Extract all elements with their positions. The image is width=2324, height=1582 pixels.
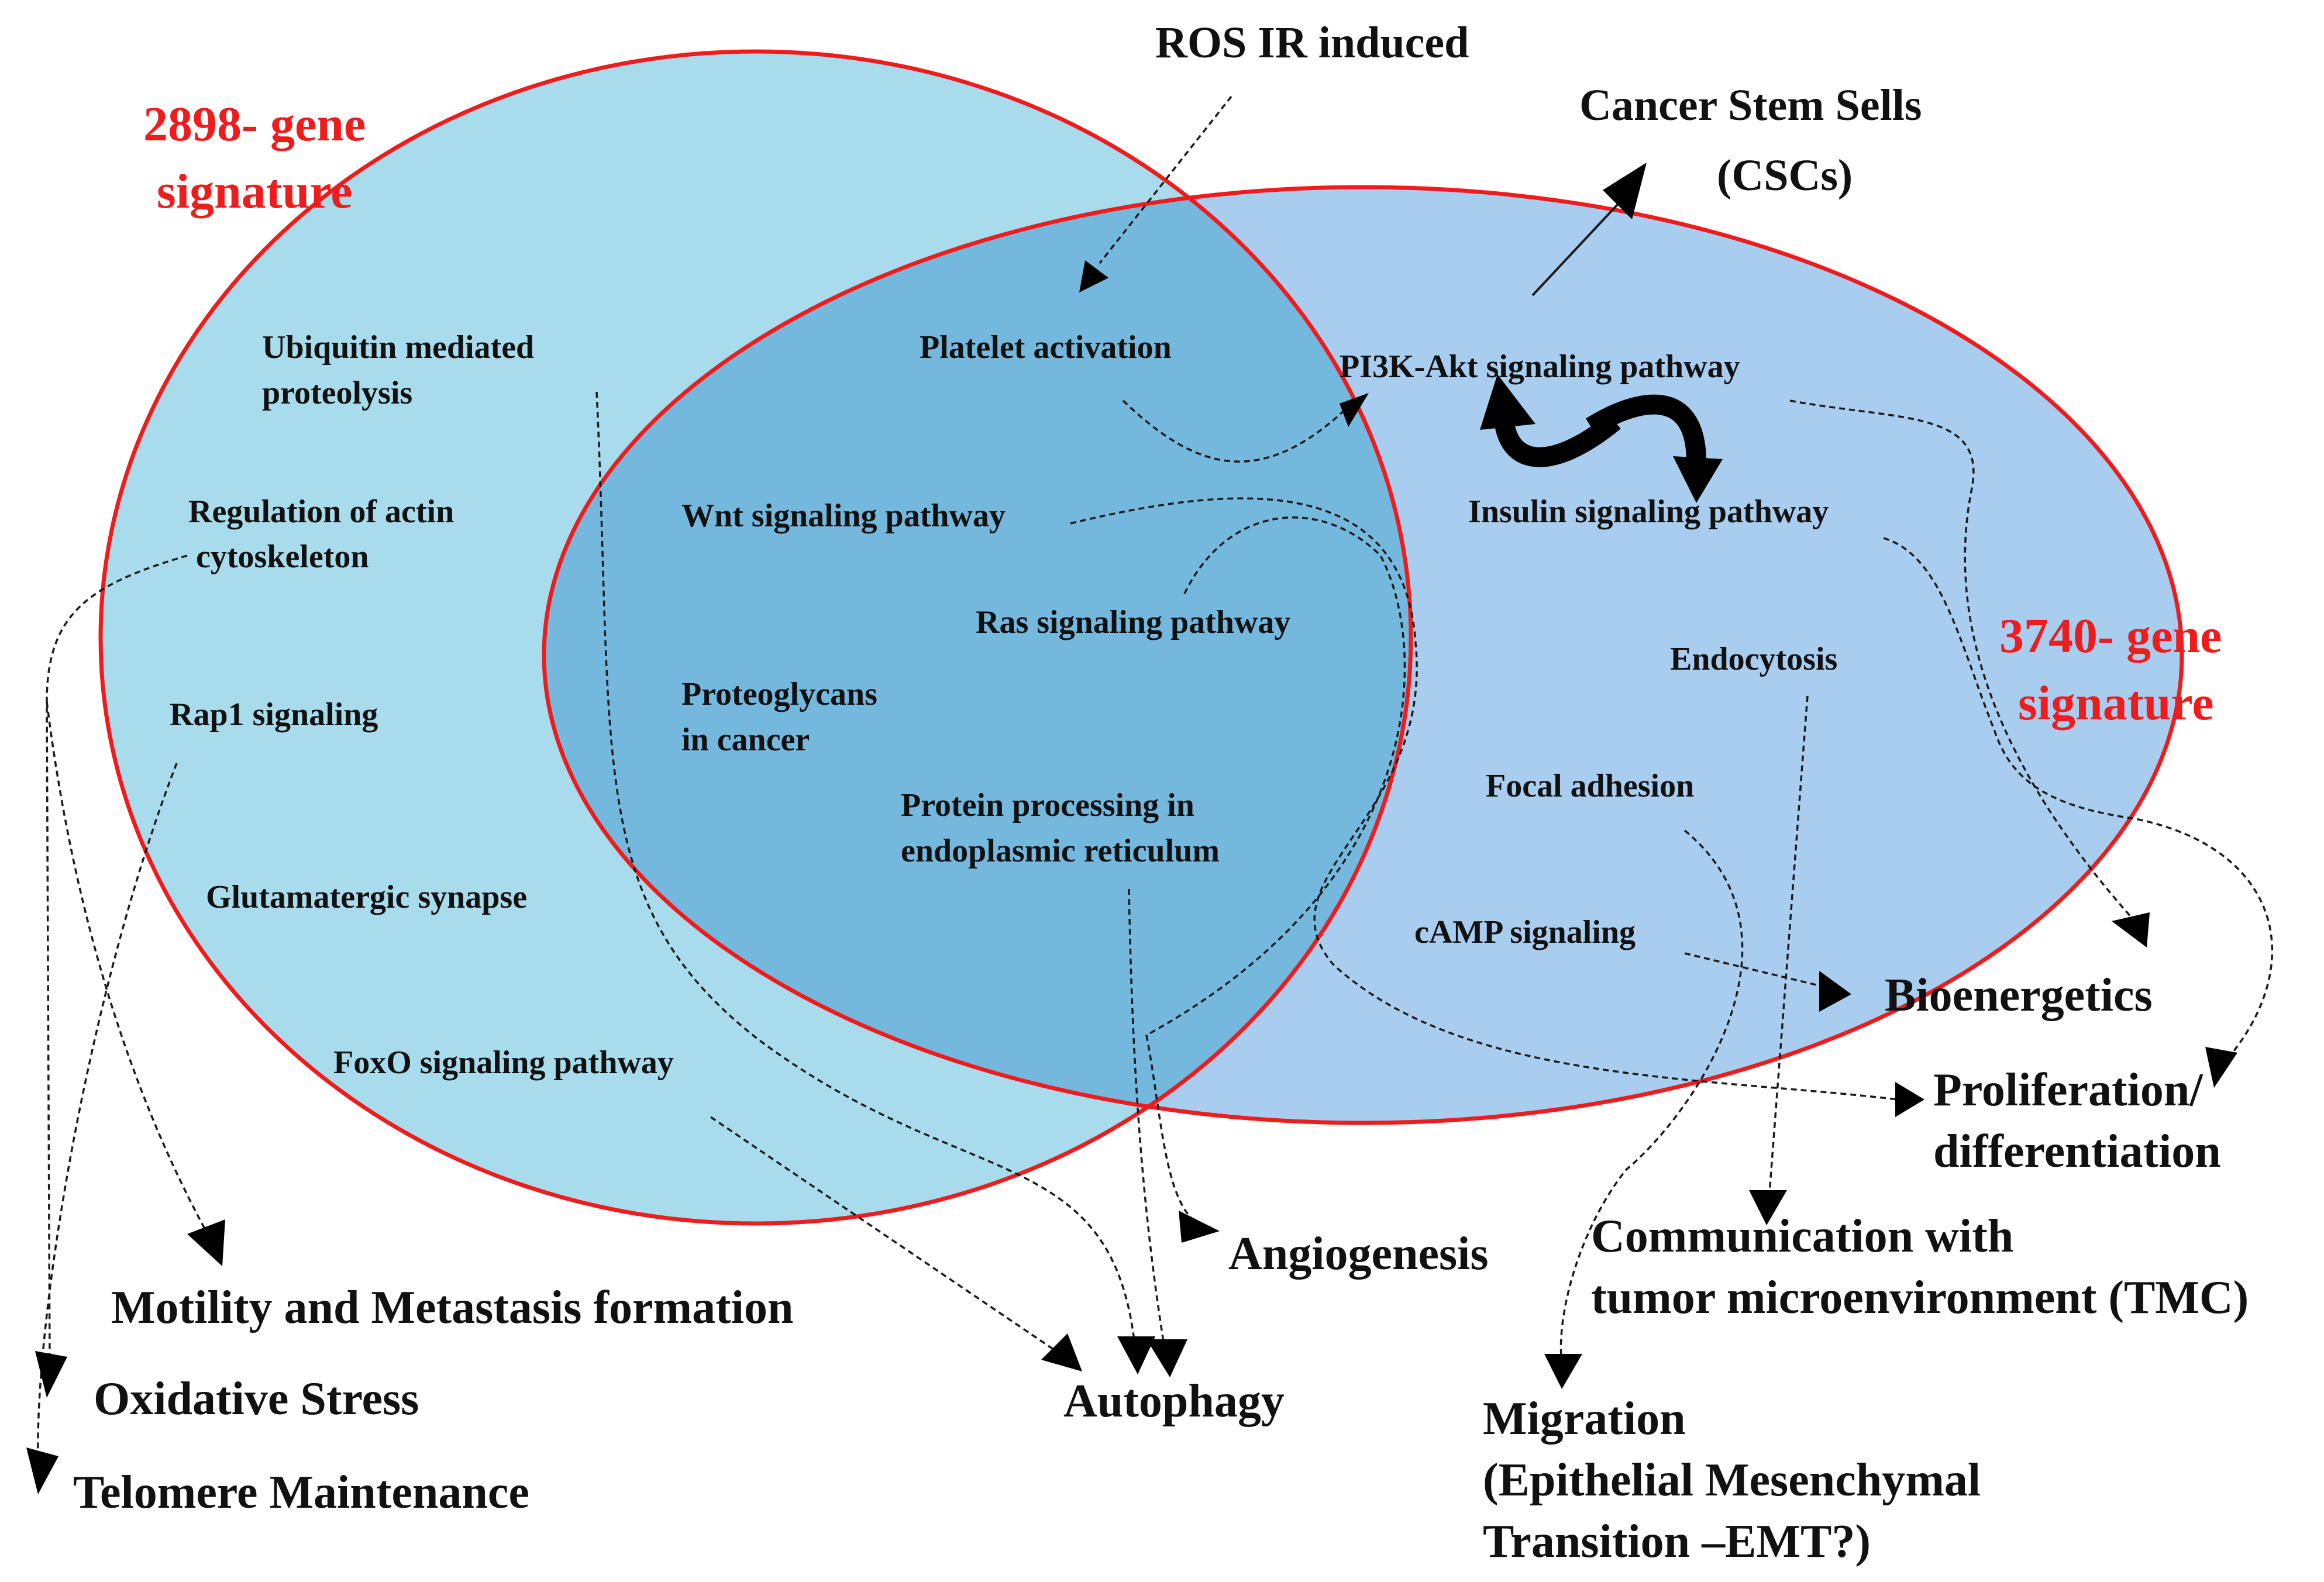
communication-label-2: tumor microenvironment (TMC) — [1591, 1272, 2249, 1323]
left-signature-label-1: 2898- gene — [143, 97, 366, 151]
left-signature-label-2: signature — [157, 164, 352, 219]
proliferation-label-1: Proliferation/ — [1933, 1064, 2204, 1116]
autophagy-label: Autophagy — [1063, 1376, 1285, 1427]
right-signature-label-2: signature — [2018, 676, 2213, 730]
arrowhead-angiogenesis — [1179, 1211, 1220, 1243]
arrow-insulin-to-proliferation — [1883, 537, 2274, 1066]
arrow-wnt-to-proliferation — [1070, 497, 1899, 1101]
migration-label-2: (Epithelial Mesenchymal — [1483, 1455, 1981, 1506]
arrow-focal-to-migration — [1559, 829, 1744, 1363]
overlap-region — [544, 187, 1411, 1123]
ubiquitin-label-1: Ubiquitin mediated — [262, 329, 534, 366]
arrow-actin-to-motility — [46, 701, 209, 1235]
angiogenesis-label: Angiogenesis — [1228, 1228, 1489, 1280]
arrow-foxo-to-autophagy — [710, 1116, 1065, 1358]
bioenergetics-label: Bioenergetics — [1885, 970, 2153, 1021]
proteoglycans-label-2: in cancer — [681, 722, 810, 758]
motility-metastasis-label: Motility and Metastasis formation — [111, 1282, 794, 1333]
ros-ir-induced-label: ROS IR induced — [1155, 18, 1469, 67]
cancer-stem-cells-label-1: Cancer Stem Sells — [1579, 81, 1922, 130]
arrowhead-telomere — [26, 1447, 58, 1494]
arrow-platelet-to-pi3k — [1122, 399, 1347, 463]
arrowhead-autophagy-2 — [1041, 1333, 1082, 1371]
arrowhead-autophagy-3 — [1146, 1339, 1187, 1377]
arrowhead-bioenergetics-2 — [2112, 912, 2150, 947]
glutamatergic-label: Glutamatergic synapse — [206, 879, 527, 915]
actin-label-2: cytoskeleton — [196, 539, 369, 575]
arrow-rap1-to-telomere — [37, 763, 178, 1460]
foxo-label: FoxO signaling pathway — [333, 1045, 674, 1081]
camp-label: cAMP signaling — [1414, 914, 1636, 950]
cycle-arrowhead-left — [1480, 374, 1535, 430]
rap1-label: Rap1 signaling — [170, 697, 378, 733]
arrowhead-bioenergetics — [1819, 971, 1851, 1012]
right-ellipse-outline — [542, 185, 2184, 1125]
arrowhead-platelet — [1079, 260, 1108, 292]
cycle-arrow-right — [1585, 394, 1706, 463]
cancer-stem-cells-label-2: (CSCs) — [1717, 151, 1853, 200]
right-signature-label-1: 3740- gene — [1999, 609, 2222, 663]
protein-processing-label-2: endoplasmic reticulum — [901, 833, 1220, 869]
actin-label-1: Regulation of actin — [188, 494, 454, 530]
migration-label-1: Migration — [1483, 1393, 1686, 1445]
left-ellipse-outline — [98, 49, 1413, 1226]
ubiquitin-label-2: proteolysis — [262, 375, 412, 411]
arrow-pi3k-to-csc — [1531, 204, 1619, 297]
proliferation-label-2: differentiation — [1933, 1126, 2221, 1177]
arrowhead-communication — [1749, 1190, 1787, 1225]
protein-processing-label-1: Protein processing in — [901, 787, 1194, 823]
telomere-maintenance-label: Telomere Maintenance — [73, 1467, 529, 1518]
arrowhead-csc — [1603, 163, 1647, 219]
wnt-label: Wnt signaling pathway — [681, 498, 1006, 534]
arrowhead-oxidative — [35, 1351, 67, 1398]
proteoglycans-label-1: Proteoglycans — [681, 676, 877, 712]
platelet-label: Platelet activation — [920, 329, 1172, 366]
arrowhead-proliferation — [1895, 1082, 1924, 1117]
arrow-camp-to-bioenergetics — [1684, 952, 1831, 990]
oxidative-stress-label: Oxidative Stress — [94, 1373, 419, 1425]
focal-adhesion-label: Focal adhesion — [1486, 768, 1694, 804]
arrow-ras-to-angiogenesis — [1145, 516, 1406, 1223]
arrowhead-motility — [187, 1219, 225, 1266]
ras-label: Ras signaling pathway — [976, 604, 1290, 640]
insulin-label: Insulin signaling pathway — [1468, 494, 1829, 530]
arrowhead-autophagy-1 — [1117, 1336, 1155, 1374]
pi3k-akt-label: PI3K-Akt signaling pathway — [1340, 349, 1740, 385]
arrow-ubiquitin-to-autophagy — [595, 391, 1136, 1346]
arrow-ros-to-platelet — [1099, 95, 1232, 264]
cycle-arrowhead-right — [1673, 456, 1723, 503]
arrowhead-migration — [1544, 1354, 1582, 1389]
migration-label-3: Transition –EMT?) — [1483, 1516, 1871, 1567]
cycle-arrow-left — [1493, 409, 1621, 467]
arrowhead-pi3k — [1340, 393, 1369, 427]
arrow-pi3k-to-bioenergetics — [1789, 399, 2133, 919]
communication-label-1: Communication with — [1591, 1211, 2013, 1262]
arrow-actin-to-oxidative — [46, 554, 188, 1363]
arrow-endocytosis-to-communication — [1768, 695, 1809, 1194]
arrowhead-proliferation-2 — [2205, 1047, 2237, 1088]
endocytosis-label: Endocytosis — [1670, 641, 1837, 677]
